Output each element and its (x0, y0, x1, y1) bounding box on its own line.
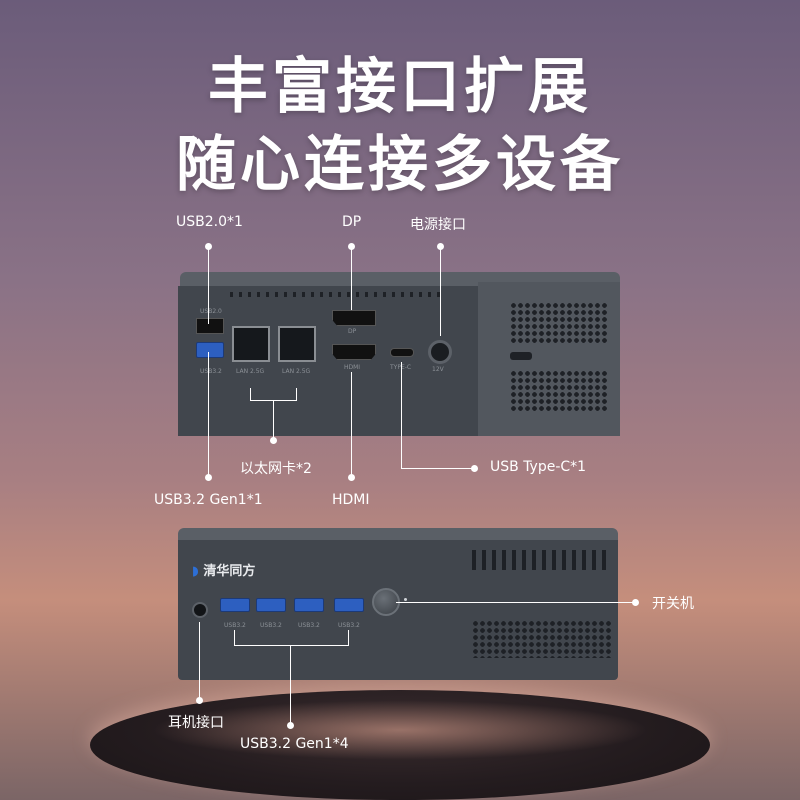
line-usbc (401, 362, 402, 468)
line-headphone (199, 622, 200, 700)
line-lan-stem (273, 400, 274, 440)
headline-line-1: 丰富接口扩展 (208, 52, 592, 122)
rear-lan1-print: LAN 2.5G (236, 368, 265, 375)
dot-headphone (196, 697, 203, 704)
kensington-slot (510, 352, 532, 360)
rear-usb20-port (196, 318, 224, 334)
front-usb32-print-3: USB3.2 (298, 622, 320, 629)
rear-typec-print: TYPE-C (390, 364, 411, 371)
line-usb32-rear (208, 352, 209, 476)
rear-usb32-print: USB3.2 (200, 368, 222, 375)
rear-dc-jack (428, 340, 452, 364)
label-dp: DP (342, 214, 362, 230)
rear-device-port-face (178, 286, 478, 436)
front-usb32-port-4 (334, 598, 364, 612)
rear-hdmi-port (332, 344, 376, 360)
rear-dc-print: 12V (432, 366, 444, 373)
label-hdmi: HDMI (332, 492, 370, 508)
dot-lan (270, 437, 277, 444)
brand-logo: ◗ 清华同方 (192, 560, 255, 579)
rear-lan2-print: LAN 2.5G (282, 368, 311, 375)
rear-device: USB2.0 USB3.2 LAN 2.5G LAN 2.5G DP HDMI … (170, 272, 630, 440)
rear-side-vent-bottom (510, 370, 608, 412)
front-device-top (178, 528, 618, 542)
brand-logo-text: 清华同方 (203, 564, 256, 579)
line-usbc-h (401, 468, 473, 469)
line-front-usb-bridge (234, 645, 349, 646)
label-power-button: 开关机 (652, 596, 694, 612)
line-front-usb-1 (234, 630, 235, 645)
dot-usbc (471, 465, 478, 472)
front-usb32-port-2 (256, 598, 286, 612)
label-usb32-rear: USB3.2 Gen1*1 (154, 492, 263, 508)
front-vent (472, 620, 612, 658)
rear-top-slits (230, 292, 440, 297)
label-headphone: 耳机接口 (168, 715, 224, 731)
line-dp (351, 246, 352, 310)
line-power-button (396, 602, 634, 603)
line-lan-left (250, 388, 251, 400)
dot-hdmi (348, 474, 355, 481)
label-usbc: USB Type-C*1 (490, 459, 587, 475)
dot-usb32-rear (205, 474, 212, 481)
rear-usb32-port (196, 342, 224, 358)
rear-lan2-port (278, 326, 316, 362)
power-led (404, 598, 407, 601)
rear-usb20-print: USB2.0 (200, 308, 222, 315)
dot-power-button (632, 599, 639, 606)
line-usb20 (208, 246, 209, 324)
line-hdmi (351, 372, 352, 476)
line-front-usb-stem (290, 645, 291, 725)
line-power (440, 246, 441, 336)
pedestal-glow (150, 700, 650, 760)
label-power: 电源接口 (410, 217, 466, 233)
front-usb32-port-1 (220, 598, 250, 612)
dot-front-usb (287, 722, 294, 729)
rear-dp-print: DP (348, 328, 357, 335)
label-lan: 以太网卡*2 (240, 461, 312, 477)
label-usb20: USB2.0*1 (176, 214, 243, 230)
front-usb32-print-1: USB3.2 (224, 622, 246, 629)
headline-line-2: 随心连接多设备 (176, 130, 624, 200)
brand-logo-icon: ◗ (192, 564, 199, 579)
front-top-slits (472, 550, 612, 570)
line-front-usb-4 (348, 630, 349, 645)
rear-lan1-port (232, 326, 270, 362)
front-usb32-print-4: USB3.2 (338, 622, 360, 629)
front-device: ◗ 清华同方 USB3.2 USB3.2 USB3.2 USB3.2 (172, 528, 622, 680)
front-usb32-print-2: USB3.2 (260, 622, 282, 629)
front-headphone-jack (192, 602, 208, 618)
rear-typec-port (390, 348, 414, 357)
line-lan-right (296, 388, 297, 400)
rear-side-vent-top (510, 302, 608, 344)
rear-dp-port (332, 310, 376, 326)
front-usb32-port-3 (294, 598, 324, 612)
label-usb32-front: USB3.2 Gen1*4 (240, 736, 349, 752)
rear-hdmi-print: HDMI (344, 364, 361, 371)
